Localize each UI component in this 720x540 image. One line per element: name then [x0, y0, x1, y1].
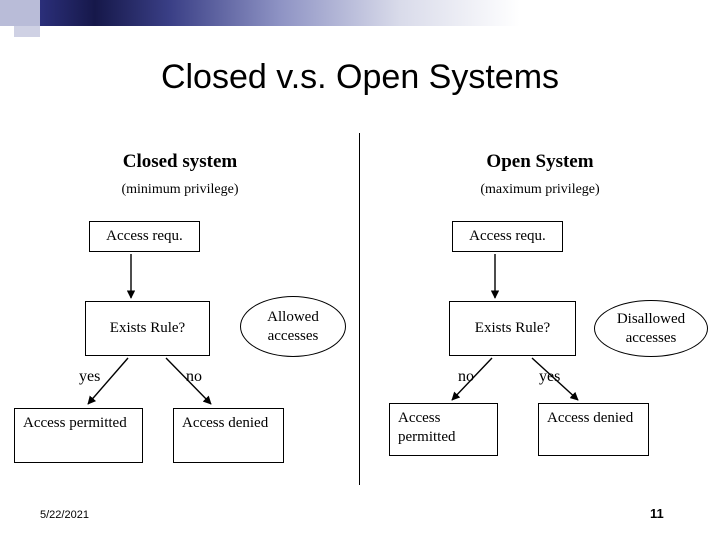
open-access-denied-box: Access denied: [538, 403, 649, 456]
header-square-1: [0, 0, 14, 13]
closed-access-permitted-box: Access permitted: [14, 408, 143, 463]
open-access-request-box: Access requ.: [452, 221, 563, 252]
closed-exists-rule-box: Exists Rule?: [85, 301, 210, 356]
open-edge-label-yes: yes: [539, 368, 561, 385]
open-column-heading: Open System: [486, 151, 594, 172]
closed-access-request-box: Access requ.: [89, 221, 200, 252]
open-disallowed-accesses-ellipse: Disallowed accesses: [594, 300, 708, 357]
closed-access-denied-box: Access denied: [173, 408, 284, 463]
header-square-2: [14, 0, 27, 13]
closed-edge-label-yes: yes: [79, 368, 101, 385]
page-title: Closed v.s. Open Systems: [160, 58, 560, 96]
open-edge-label-no: no: [458, 368, 474, 385]
slide-decorative-header: [0, 0, 720, 37]
closed-column-heading: Closed system: [122, 151, 238, 172]
footer-page-number: 11: [650, 506, 664, 521]
closed-edge-label-no: no: [186, 368, 202, 385]
column-divider: [359, 133, 360, 485]
header-square-6: [0, 13, 14, 26]
open-access-permitted-box: Access permitted: [389, 403, 498, 456]
header-gradient-band: [0, 0, 720, 26]
footer-date: 5/22/2021: [40, 509, 89, 521]
open-column-subheading: (maximum privilege): [480, 182, 600, 197]
header-square-3: [27, 0, 40, 13]
header-notch: [14, 26, 40, 37]
closed-allowed-accesses-ellipse: Allowed accesses: [240, 296, 346, 357]
header-square-5: [27, 13, 40, 26]
open-exists-rule-box: Exists Rule?: [449, 301, 576, 356]
header-square-4: [14, 13, 27, 26]
closed-column-subheading: (minimum privilege): [121, 182, 239, 197]
